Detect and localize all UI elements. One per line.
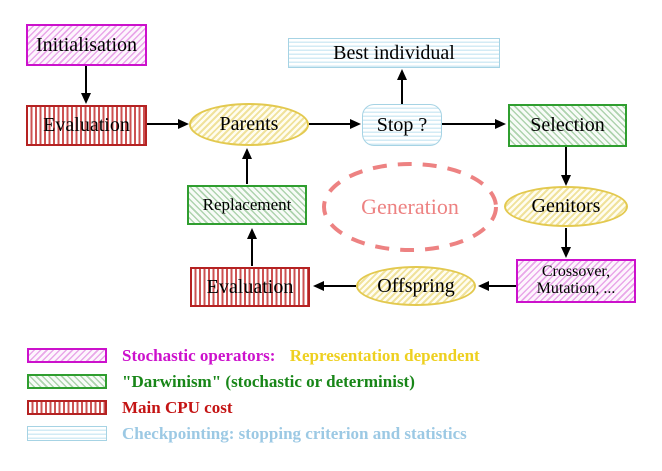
arrow-init-to-eval-line (85, 66, 87, 94)
arrow-crossover-to-offspring-head-icon (478, 281, 489, 291)
arrow-genitors-to-crossover-head-icon (561, 247, 571, 258)
node-selection: Selection (508, 104, 627, 147)
arrow-genitors-to-crossover-line (565, 228, 567, 248)
node-genitors: Genitors (504, 186, 628, 227)
node-offspring: Offspring (356, 266, 476, 306)
arrow-replacement-to-parents-head-icon (242, 148, 252, 159)
arrow-eval-to-replacement-line (251, 239, 253, 266)
arrow-stop-to-selection-head-icon (495, 119, 506, 129)
generation-cycle-ellipse: Generation (320, 159, 500, 255)
arrow-crossover-to-offspring-line (489, 285, 516, 287)
arrow-stop-to-selection-line (442, 123, 496, 125)
legend-label-stochastic-operators: Stochastic operators: (122, 346, 276, 365)
arrow-eval-to-replacement-head-icon (247, 228, 257, 239)
legend-label-checkpointing: Checkpointing: stopping criterion and st… (122, 424, 467, 443)
generation-dashed-ellipse-icon (322, 162, 498, 252)
legend-swatch-darwinism-icon (27, 374, 107, 389)
legend-row-stochastic: Stochastic operators: Representation dep… (122, 346, 480, 366)
generation-label: Generation (361, 194, 459, 219)
arrow-replacement-to-parents-line (246, 159, 248, 184)
legend-label-representation-dependent: Representation dependent (289, 346, 480, 365)
legend-swatch-checkpointing-icon (27, 426, 107, 441)
node-crossover-mutation: Crossover, Mutation, ... (516, 259, 636, 303)
crossover-line: Crossover, (541, 263, 611, 281)
arrow-init-to-eval-head-icon (81, 93, 91, 104)
node-evaluation-top: Evaluation (26, 105, 147, 146)
arrow-selection-to-genitors-line (565, 147, 567, 176)
arrow-offspring-to-eval-head-icon (313, 281, 324, 291)
arrow-stop-to-best-line (401, 80, 403, 104)
node-initialisation: Initialisation (26, 24, 147, 66)
node-best-individual: Best individual (288, 38, 500, 68)
legend-label-cpu-cost: Main CPU cost (122, 398, 233, 417)
node-replacement: Replacement (187, 185, 307, 225)
arrow-stop-to-best-head-icon (397, 69, 407, 80)
arrow-parents-to-stop-head-icon (350, 119, 361, 129)
legend-label-darwinism: "Darwinism" (stochastic or determinist) (122, 372, 415, 391)
arrow-eval-to-parents-head-icon (178, 119, 189, 129)
arrow-eval-to-parents-line (147, 123, 179, 125)
arrow-offspring-to-eval-line (324, 285, 356, 287)
arrow-selection-to-genitors-head-icon (561, 175, 571, 186)
legend-swatch-cpu-cost-icon (27, 400, 107, 415)
legend-swatch-stochastic-icon (27, 348, 107, 363)
node-parents: Parents (189, 103, 309, 146)
node-evaluation-bottom: Evaluation (190, 267, 310, 307)
arrow-parents-to-stop-line (309, 123, 351, 125)
mutation-line: Mutation, ... (536, 280, 616, 297)
node-stop: Stop ? (362, 104, 442, 146)
